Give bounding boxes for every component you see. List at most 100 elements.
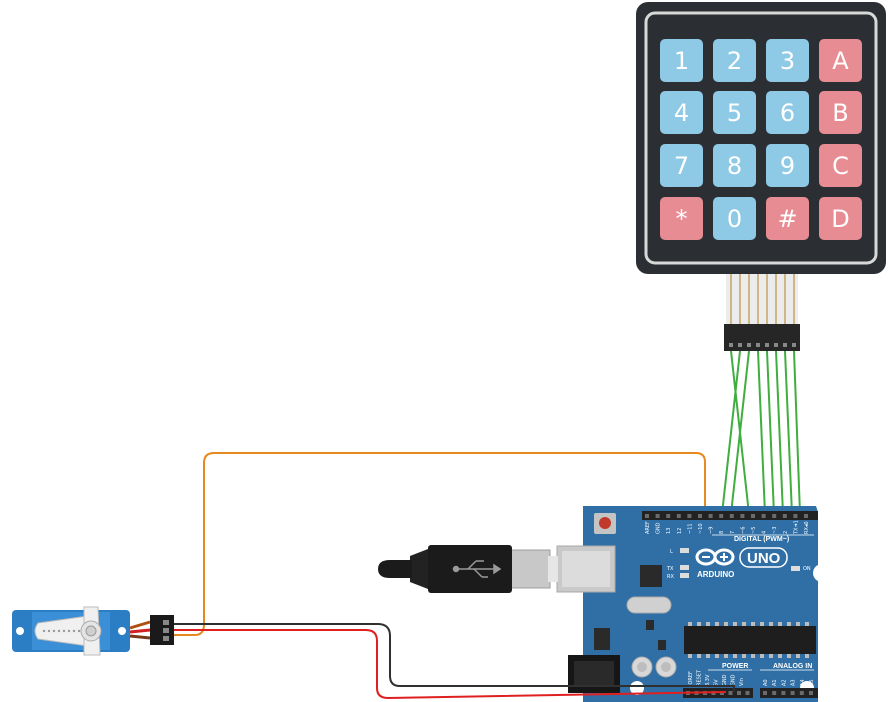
keypad-key-label: 2 [727,47,742,75]
digital-pin-label: GND [656,522,662,534]
usb-plug-body [509,549,551,589]
power-pin-label: GND [722,674,728,686]
keypad-key-label: C [832,152,849,180]
power-label: POWER [722,663,748,670]
voltage-regulator [594,628,610,650]
keypad-key-b[interactable]: B [819,91,862,134]
led-label-rx: RX [667,574,674,580]
led-label-on: ON [803,566,811,572]
uno-badge [739,547,788,568]
analog-pin-label: A1 [772,679,778,686]
capacitors [631,656,677,678]
small-component [658,640,666,650]
digital-pin-label: 2 [783,531,789,534]
analog-pin-label: A2 [781,679,787,686]
servo-power-wire[interactable] [172,629,727,700]
digital-pin-label: TX➜1 [793,520,799,535]
keypad-key-9[interactable]: 9 [766,144,809,187]
power-pin-label: Vin [739,678,745,686]
servo-ground-wire[interactable] [172,623,735,692]
keypad-key-8[interactable]: 8 [713,144,756,187]
servo-signal-wire[interactable] [172,452,706,636]
digital-pin-label: ~6 [740,527,746,534]
keypad-key-3[interactable]: 3 [766,39,809,82]
digital-pin-label: ~9 [709,527,715,534]
keypad-key-4[interactable]: 4 [660,91,703,134]
atmega-chip [684,622,816,658]
micro-servo[interactable] [12,606,174,656]
usb-icon [452,560,502,578]
power-pin-label: RESET [697,669,703,686]
keypad-connector[interactable] [724,324,800,351]
keypad-key-label: 0 [727,205,742,233]
keypad-key-hash[interactable]: # [766,197,809,240]
digital-header[interactable] [642,511,818,520]
analog-label: ANALOG IN [773,663,812,670]
servo-mount-hole [118,627,126,635]
keypad-key-star[interactable]: * [660,197,703,240]
keypad-key-5[interactable]: 5 [713,91,756,134]
digital-pin-label: 8 [719,531,725,534]
keypad-key-label: 3 [780,47,795,75]
arduino-logo [695,548,735,566]
usb-cable[interactable] [378,545,558,593]
keypad-inner-border [644,11,878,265]
dc-power-jack[interactable] [568,655,620,693]
keypad-key-1[interactable]: 1 [660,39,703,82]
keypad-key-label: * [676,205,688,233]
servo-mount-hole [16,627,24,635]
keypad-key-d[interactable]: D [819,197,862,240]
digital-label: DIGITAL (PWM~) [734,536,789,543]
status-leds: L TX RX ON [666,548,811,580]
keypad-key-label: 1 [674,47,689,75]
digital-pin-label: ~11 [687,523,693,534]
keypad-key-label: 8 [727,152,742,180]
servo-connector[interactable] [150,615,174,645]
power-pin-label: GND [731,674,737,686]
crystal [626,596,672,614]
analog-header[interactable] [760,688,818,698]
keypad-key-c[interactable]: C [819,144,862,187]
keypad-key-label: 5 [727,99,742,127]
keypad-key-label: 4 [674,99,689,127]
usb-chip [640,565,662,587]
digital-pin-label: ~5 [751,527,757,534]
keypad-key-2[interactable]: 2 [713,39,756,82]
analog-pin-label: A3 [791,679,797,686]
keypad-key-6[interactable]: 6 [766,91,809,134]
digital-pin-label: ~10 [698,523,704,534]
mount-hole [813,564,831,582]
keypad-key-label: # [777,205,797,233]
mount-hole [630,681,644,695]
usb-b-port[interactable] [556,545,616,593]
power-pin-label: 5V [714,679,720,686]
usb-plug-strain-relief [410,549,428,589]
keypad-key-7[interactable]: 7 [660,144,703,187]
keypad-key-label: 6 [780,99,795,127]
arduino-brand-text: ARDUINO [697,570,734,579]
led-label-tx: TX [666,566,674,572]
digital-pin-label: 13 [666,528,672,534]
power-pin-label: 3.3V [705,674,711,686]
uno-logo-text: UNO [747,550,781,567]
digital-pin-label: 12 [677,528,683,534]
keypad-key-label: D [831,205,849,233]
keypad-key-a[interactable]: A [819,39,862,82]
reset-button[interactable] [594,513,616,534]
digital-pin-label: 4 [762,531,768,534]
digital-pin-label: AREF [645,521,651,534]
keypad-key-label: A [832,47,849,75]
keypad-key-0[interactable]: 0 [713,197,756,240]
keypad-wires[interactable] [721,350,801,515]
power-pin-label: IOREF [688,671,694,686]
small-component [646,620,654,630]
servo-horn[interactable] [34,606,102,656]
digital-pin-label: RX◂0 [804,521,810,534]
digital-pin-label: 7 [730,531,736,534]
